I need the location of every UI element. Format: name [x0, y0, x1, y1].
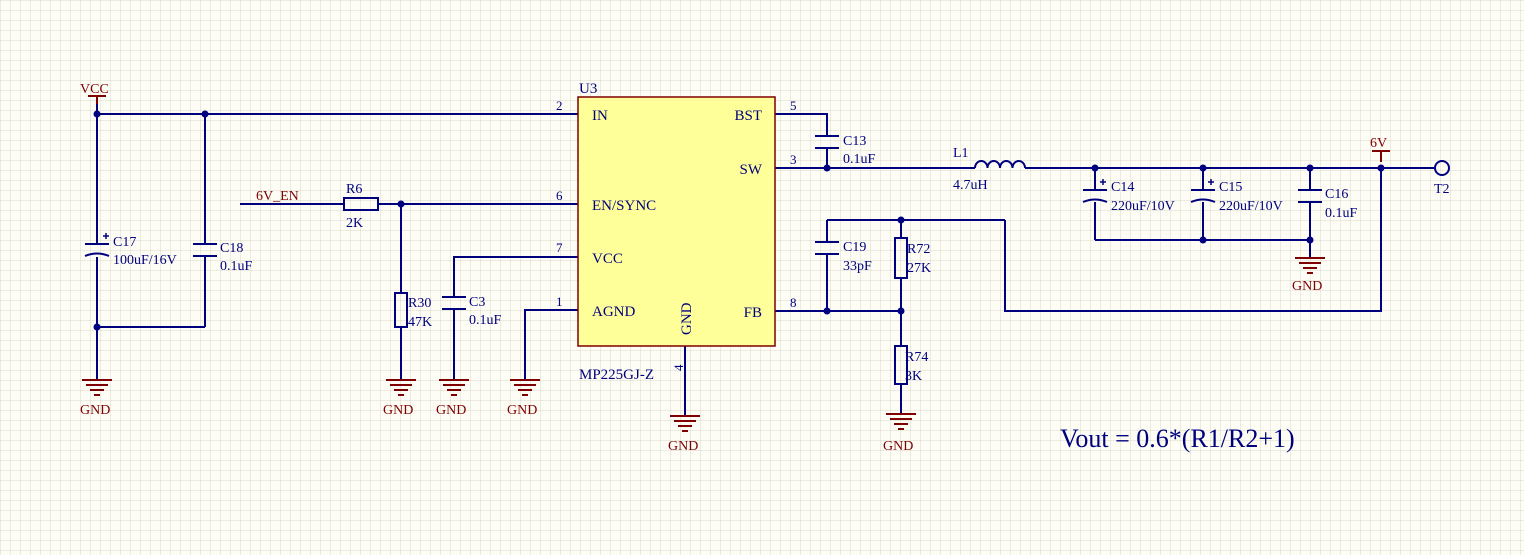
- inductor-l1: L1 4.7uH: [953, 146, 1026, 193]
- c17-value: 100uF/16V: [113, 253, 177, 268]
- r74-ref: R74: [905, 350, 928, 365]
- resistor-r72: R72 27K: [894, 237, 931, 279]
- power-port-6v: 6V: [1370, 136, 1390, 162]
- r6-value: 2K: [346, 216, 363, 231]
- capacitor-c19: C19 33pF: [815, 240, 872, 274]
- pin-name-in: IN: [592, 108, 608, 124]
- pin-num-vcc: 7: [556, 240, 563, 255]
- six-v-label: 6V: [1370, 136, 1387, 151]
- c18-ref: C18: [220, 241, 243, 256]
- ground-symbol-r74: GND: [883, 413, 916, 454]
- pin-num-en: 6: [556, 188, 563, 203]
- gnd-label-r30: GND: [383, 403, 413, 418]
- c3-value: 0.1uF: [469, 313, 502, 328]
- r30-ref: R30: [408, 296, 431, 311]
- pin-name-gnd: GND: [679, 302, 695, 335]
- l1-ref: L1: [953, 146, 969, 161]
- l1-value: 4.7uH: [953, 178, 988, 193]
- pin-name-en: EN/SYNC: [592, 198, 656, 214]
- pin-num-fb: 8: [790, 295, 797, 310]
- gnd-label-c3: GND: [436, 403, 466, 418]
- c13-ref: C13: [843, 134, 866, 149]
- resistor-r74: R74 3K: [894, 345, 928, 385]
- capacitor-c13: C13 0.1uF: [815, 134, 876, 167]
- capacitor-c14: C14 220uF/10V: [1082, 179, 1175, 214]
- c14-value: 220uF/10V: [1111, 199, 1175, 214]
- c15-ref: C15: [1219, 180, 1242, 195]
- pin-num-agnd: 1: [556, 294, 563, 309]
- t2-label: T2: [1434, 182, 1450, 197]
- gnd-label-chip: GND: [668, 439, 698, 454]
- pin-name-vcc: VCC: [592, 251, 623, 267]
- capacitor-c18: C18 0.1uF: [193, 241, 253, 274]
- r74-value: 3K: [905, 369, 922, 384]
- resistor-r6: R6 2K: [343, 182, 379, 231]
- pin-name-fb: FB: [744, 305, 762, 321]
- pin-num-sw: 3: [790, 152, 797, 167]
- capacitor-c16: C16 0.1uF: [1298, 187, 1358, 221]
- junctions: [93, 110, 1385, 331]
- power-port-vcc: VCC: [80, 82, 109, 104]
- c13-value: 0.1uF: [843, 152, 876, 167]
- capacitor-c17: C17 100uF/16V: [84, 233, 177, 268]
- terminal-t2: T2: [1434, 160, 1450, 197]
- capacitor-c15: C15 220uF/10V: [1190, 179, 1283, 214]
- c16-value: 0.1uF: [1325, 206, 1358, 221]
- pin-num-in: 2: [556, 98, 563, 113]
- c19-value: 33pF: [843, 259, 872, 274]
- ground-symbol-c17: GND: [80, 379, 112, 418]
- resistor-r30: R30 47K: [394, 292, 432, 330]
- pin-name-sw: SW: [740, 162, 763, 178]
- c3-ref: C3: [469, 295, 485, 310]
- r72-value: 27K: [907, 261, 931, 276]
- pin-name-bst: BST: [734, 108, 762, 124]
- pin-name-agnd: AGND: [592, 304, 635, 320]
- ground-symbol-c3: GND: [436, 379, 469, 418]
- ground-symbol-output: GND: [1292, 257, 1325, 294]
- ic-u3: U3 MP225GJ-Z IN EN/SYNC VCC AGND BST SW …: [556, 81, 797, 383]
- ground-symbol-agnd: GND: [507, 379, 540, 418]
- r6-ref: R6: [346, 182, 362, 197]
- c19-ref: C19: [843, 240, 866, 255]
- gnd-label-agnd: GND: [507, 403, 537, 418]
- c18-value: 0.1uF: [220, 259, 253, 274]
- gnd-label-output: GND: [1292, 279, 1322, 294]
- vout-formula: Vout = 0.6*(R1/R2+1): [1060, 424, 1295, 453]
- r30-value: 47K: [408, 315, 432, 330]
- c16-ref: C16: [1325, 187, 1348, 202]
- vcc-label: VCC: [80, 82, 109, 97]
- c17-ref: C17: [113, 235, 136, 250]
- pin-num-bst: 5: [790, 98, 797, 113]
- c14-ref: C14: [1111, 180, 1134, 195]
- capacitor-c3: C3 0.1uF: [442, 295, 502, 328]
- ic-body: [577, 96, 776, 347]
- pin-num-gnd: 4: [671, 364, 686, 371]
- ic-part-number: MP225GJ-Z: [579, 367, 654, 383]
- r72-ref: R72: [907, 242, 930, 257]
- gnd-label-r74: GND: [883, 439, 913, 454]
- gnd-label-c17: GND: [80, 403, 110, 418]
- ground-symbol-r30: GND: [383, 379, 416, 418]
- ic-designator: U3: [579, 81, 597, 97]
- c15-value: 220uF/10V: [1219, 199, 1283, 214]
- net-label-6v-en: 6V_EN: [256, 189, 299, 204]
- ground-symbol-chip: GND: [668, 415, 700, 454]
